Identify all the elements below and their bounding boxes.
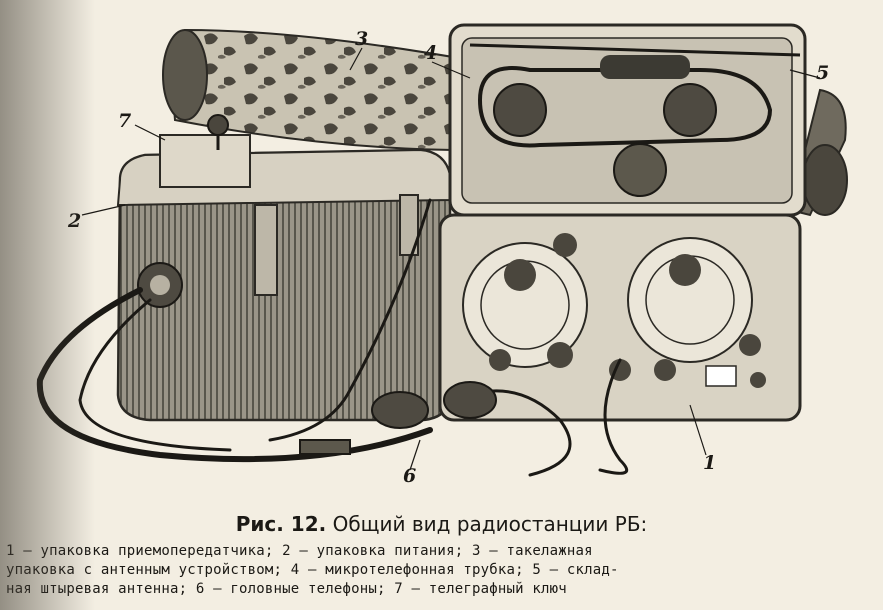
leader-lines	[81, 47, 821, 471]
transceiver-panel	[438, 213, 802, 422]
figure-caption-title: Рис. 12. Общий вид радиостанции РБ:	[0, 512, 883, 536]
transceiver-lid	[448, 23, 807, 217]
callout-7: 7	[118, 110, 132, 132]
telegraph-key	[159, 114, 251, 188]
callout-5: 5	[816, 62, 830, 84]
figure-legend: 1 — упаковка приемопередатчика; 2 — упак…	[6, 542, 876, 599]
callout-2: 2	[68, 210, 82, 232]
legend-line: ная штыревая антенна; 6 — головные телеф…	[6, 581, 567, 597]
figure-title: Общий вид радиостанции РБ:	[332, 512, 648, 536]
callout-3: 3	[355, 28, 369, 50]
figure-number: Рис. 12.	[235, 512, 327, 536]
callout-4: 4	[424, 42, 438, 64]
radio-station-illustration	[36, 23, 848, 477]
legend-line: упаковка с антенным устройством; 4 — мик…	[6, 562, 619, 578]
callout-6: 6	[403, 465, 417, 487]
legend-line: 1 — упаковка приемопередатчика; 2 — упак…	[6, 543, 593, 559]
callout-1: 1	[703, 452, 717, 474]
